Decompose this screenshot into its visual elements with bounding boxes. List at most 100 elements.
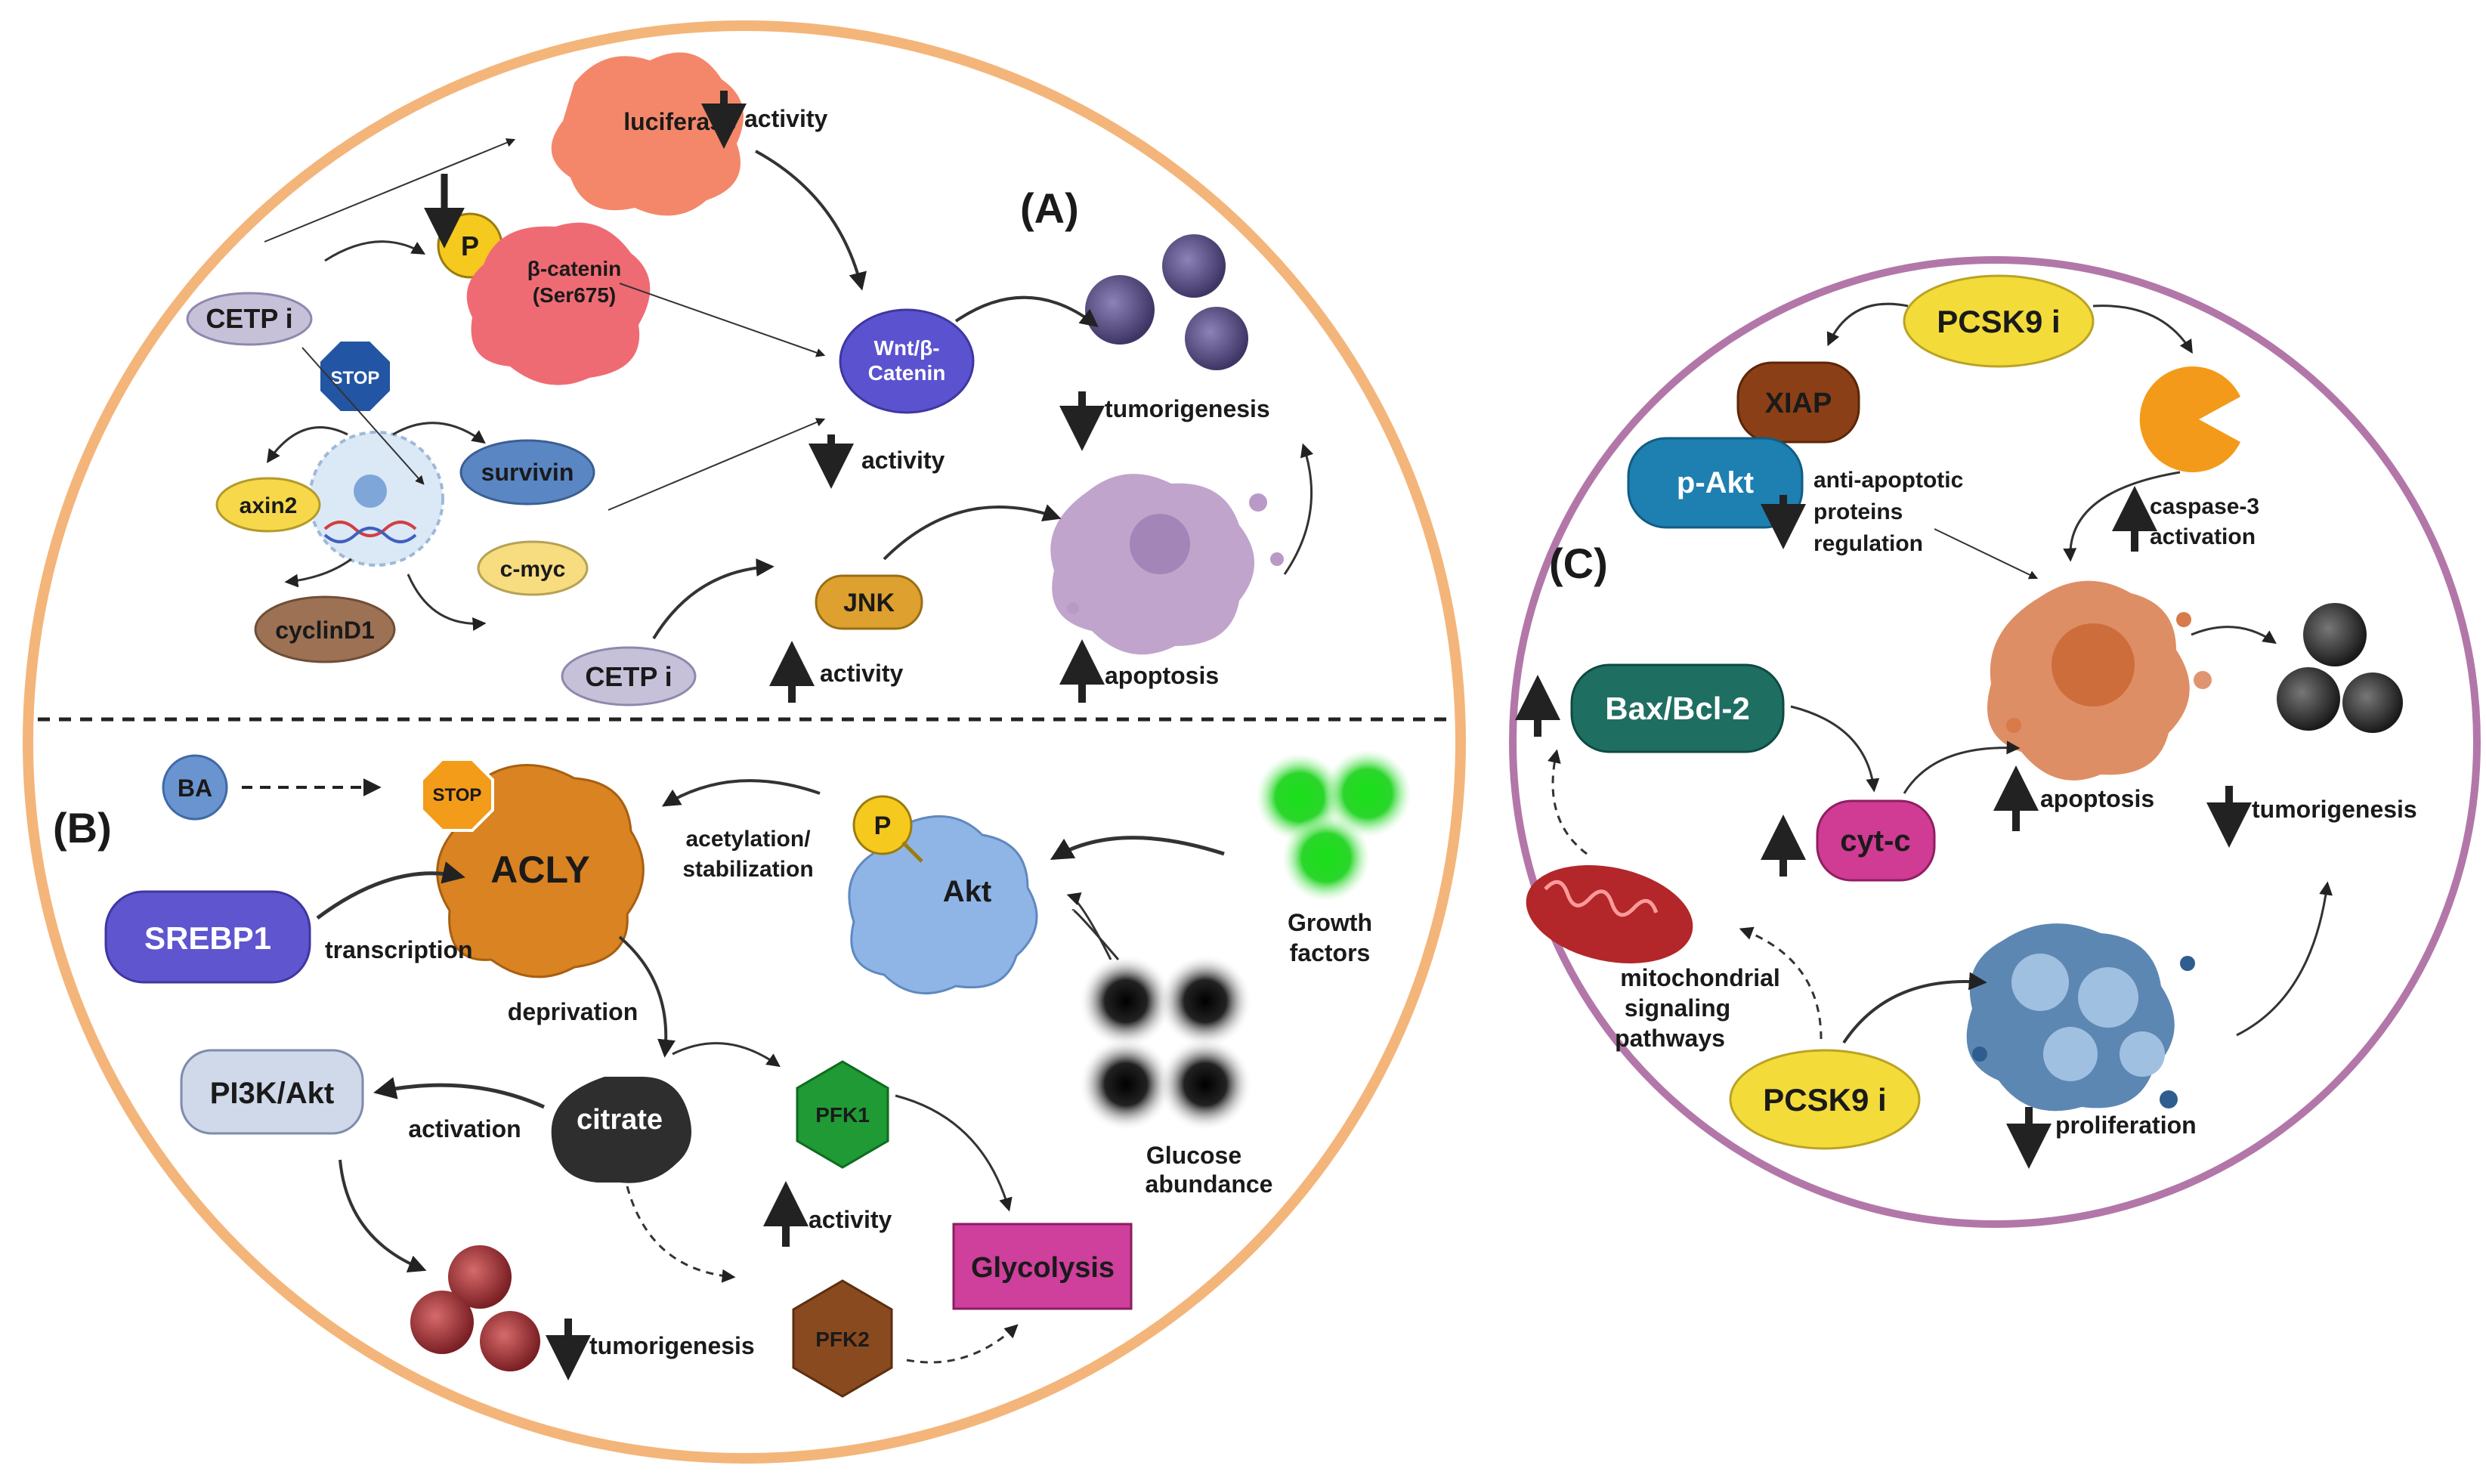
- acetylation-label-1: acetylation/: [685, 827, 811, 852]
- srebp1-node: SREBP1: [104, 890, 311, 984]
- mito-label-2: signaling: [1625, 994, 1730, 1022]
- bax-label: Bax/Bcl-2: [1605, 691, 1749, 726]
- xiap-node: XIAP: [1736, 361, 1860, 444]
- apoptosis-label-a: apoptosis: [1105, 662, 1219, 689]
- jnk-node: JNK: [815, 574, 923, 630]
- mitochondrion-icon: [1526, 865, 1693, 963]
- growth-factors-icon: [1256, 750, 1412, 901]
- phospho-label-b: P: [874, 812, 892, 840]
- nucleus-cell: [308, 431, 444, 567]
- wnt-activity-label: activity: [861, 447, 945, 474]
- anti-apoptotic-label-2: proteins: [1813, 499, 1903, 524]
- tumorigenesis-label-a: tumorigenesis: [1105, 395, 1270, 422]
- beta-catenin-protein: β-catenin (Ser675): [466, 222, 651, 385]
- luciferase-activity-label: activity: [744, 105, 827, 132]
- stop-label-a: STOP: [331, 368, 380, 388]
- cmyc-protein: c-myc: [477, 540, 589, 596]
- pi3k-akt-node: PI3K/Akt: [180, 1049, 364, 1135]
- akt-protein: Akt: [848, 815, 1038, 995]
- glucose-icon: [1079, 954, 1252, 1131]
- beta-catenin-label-2: (Ser675): [533, 283, 617, 307]
- glucose-label-1: Glucose: [1146, 1142, 1241, 1169]
- wnt-label-1: Wnt/β-: [874, 336, 939, 360]
- cytc-node: cyt-c: [1816, 799, 1936, 882]
- phospho-label-a: P: [461, 230, 479, 261]
- apoptotic-cell-c: [1987, 580, 2212, 781]
- luciferase-protein: luciferase: [551, 52, 744, 216]
- srebp1-label: SREBP1: [144, 920, 271, 956]
- cetp-inhibitor-bottom: CETP i: [561, 646, 697, 706]
- pcsk9-inhibitor-top: PCSK9 i: [1903, 274, 2095, 368]
- tumorigenesis-label-b: tumorigenesis: [589, 1332, 755, 1359]
- mito-label-1: mitochondrial: [1620, 964, 1780, 991]
- cytc-label: cyt-c: [1840, 824, 1910, 858]
- mito-label-3: pathways: [1615, 1025, 1725, 1052]
- luciferase-label: luciferase: [623, 108, 736, 135]
- pi3k-label: PI3K/Akt: [210, 1077, 335, 1110]
- panel-label-c: (C): [1549, 539, 1608, 587]
- cetp-inhibitor-top: CETP i: [186, 292, 313, 346]
- proliferating-cells: [1966, 923, 2195, 1111]
- xiap-label: XIAP: [1765, 388, 1832, 419]
- caspase-3-icon: [2139, 366, 2240, 472]
- growth-factors-label-1: Growth: [1288, 909, 1372, 936]
- acetylation-label-2: stabilization: [682, 857, 813, 882]
- p-akt-label: p-Akt: [1677, 466, 1754, 499]
- growth-factors-label-2: factors: [1290, 939, 1371, 966]
- ba-label: BA: [178, 774, 212, 802]
- cyclind1-label: cyclinD1: [275, 617, 375, 644]
- tumorigenesis-label-c: tumorigenesis: [2252, 796, 2417, 823]
- akt-label: Akt: [943, 875, 991, 908]
- survivin-label: survivin: [481, 459, 574, 486]
- cetp-top-label: CETP i: [206, 303, 292, 334]
- axin2-protein: axin2: [215, 477, 321, 533]
- tumor-cells-black: [2277, 603, 2403, 733]
- deprivation-label: deprivation: [508, 998, 638, 1025]
- apoptotic-cell-a: [1050, 474, 1284, 655]
- panel-label-a: (A): [1020, 184, 1079, 232]
- left-panel-ring: [23, 20, 1466, 1464]
- panel-label-b: (B): [53, 804, 112, 852]
- transcription-label: transcription: [325, 936, 473, 963]
- citrate-molecule: citrate: [551, 1077, 691, 1183]
- p-akt-node: p-Akt: [1627, 437, 1804, 529]
- pfk1-enzyme: PFK1: [796, 1060, 889, 1169]
- stop-sign-a: STOP: [317, 339, 393, 414]
- panel-a-connectors: [264, 138, 1314, 640]
- tumor-cells-red: [410, 1245, 540, 1371]
- phospho-bubble-b: [852, 795, 913, 855]
- acly-protein: ACLY: [436, 764, 645, 979]
- anti-apoptotic-label-3: regulation: [1813, 531, 1923, 556]
- pfk-activity-label: activity: [809, 1206, 892, 1233]
- wnt-beta-catenin-node: Wnt/β- Catenin: [839, 308, 975, 414]
- glycolysis-label: Glycolysis: [971, 1252, 1115, 1284]
- glycolysis-node: Glycolysis: [952, 1223, 1133, 1310]
- pcsk9-bottom-label: PCSK9 i: [1763, 1082, 1886, 1118]
- ba-molecule: BA: [162, 754, 228, 821]
- acly-label: ACLY: [490, 849, 590, 891]
- beta-catenin-label-1: β-catenin: [527, 257, 621, 280]
- cetp-bottom-label: CETP i: [585, 661, 672, 692]
- panel-b-connectors: [316, 779, 1225, 1364]
- pfk2-enzyme: PFK2: [792, 1279, 893, 1398]
- activation-label: activation: [408, 1115, 521, 1142]
- stop-label-b: STOP: [433, 785, 482, 805]
- caspase-label-2: activation: [2150, 524, 2256, 549]
- stop-sign-b: STOP: [420, 758, 494, 832]
- glucose-label-2: abundance: [1146, 1170, 1273, 1198]
- citrate-label: citrate: [577, 1104, 663, 1136]
- pcsk9-inhibitor-bottom: PCSK9 i: [1729, 1049, 1921, 1150]
- pfk2-label: PFK2: [815, 1328, 870, 1351]
- tumor-cells-purple: [1085, 234, 1248, 370]
- cmyc-label: c-myc: [500, 557, 566, 582]
- apoptosis-label-c: apoptosis: [2040, 785, 2154, 812]
- anti-apoptotic-label-1: anti-apoptotic: [1813, 468, 1963, 493]
- jnk-label: JNK: [843, 589, 895, 617]
- cyclind1-protein: cyclinD1: [254, 595, 396, 663]
- survivin-protein: survivin: [459, 439, 595, 505]
- caspase-label-1: caspase-3: [2150, 494, 2259, 519]
- pcsk9-top-label: PCSK9 i: [1937, 304, 2060, 339]
- proliferation-label: proliferation: [2055, 1111, 2197, 1139]
